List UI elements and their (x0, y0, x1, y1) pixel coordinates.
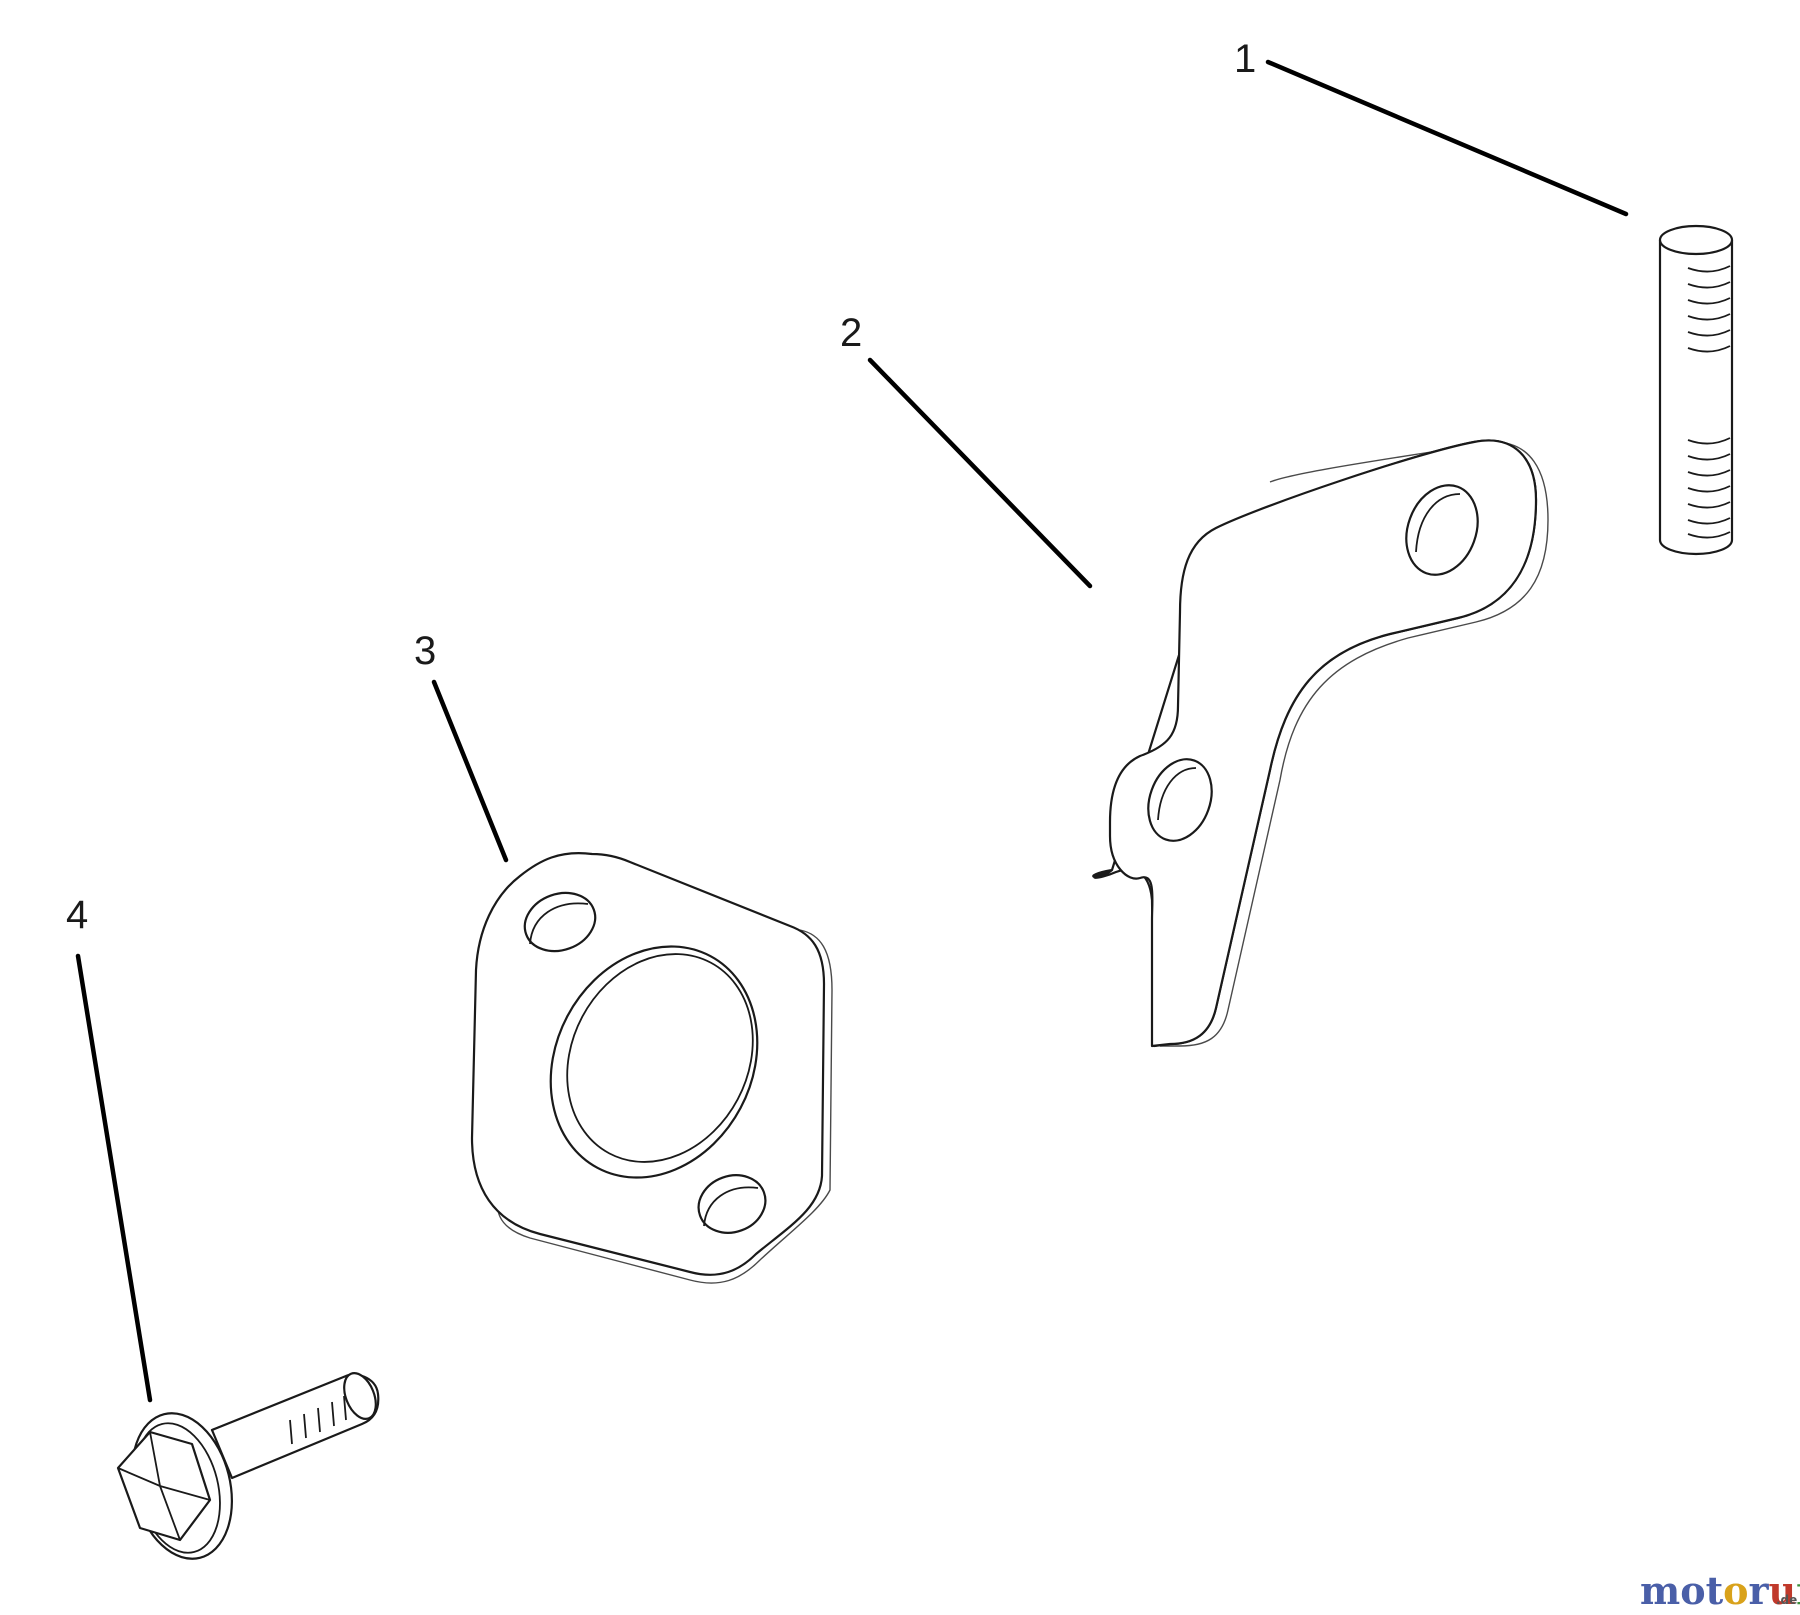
flange-spacer-part (470, 852, 833, 1284)
leader-line-3 (431, 679, 509, 863)
watermark-logo: motoruf .de (1640, 1568, 1800, 1613)
watermark-letter-0: m (1640, 1568, 1680, 1613)
watermark-letter-2: t (1706, 1568, 1724, 1613)
watermark-letter-5: u (1769, 1568, 1797, 1613)
bolt-threads (289, 1395, 347, 1445)
leader-line-4 (75, 953, 153, 1403)
callout-4: 4 (66, 893, 88, 937)
watermark-letter-4: r (1749, 1568, 1770, 1613)
callout-1: 1 (1234, 37, 1256, 81)
watermark-letter-3: o (1723, 1568, 1748, 1613)
watermark-letter-1: o (1680, 1568, 1705, 1613)
threaded-stud-part (1658, 224, 1734, 556)
callout-3: 3 (414, 629, 436, 673)
bracket-part (1092, 439, 1549, 1048)
watermark-suffix: .de (1776, 1593, 1797, 1607)
leader-line-2 (867, 357, 1093, 589)
leader-line-1 (1265, 59, 1629, 217)
watermark-letter-6: f (1796, 1568, 1800, 1613)
stud-threads (1687, 265, 1731, 539)
watermark-text: motoruf (1640, 1568, 1800, 1613)
callout-2: 2 (840, 311, 862, 355)
flange-bolt-part (116, 1372, 380, 1560)
